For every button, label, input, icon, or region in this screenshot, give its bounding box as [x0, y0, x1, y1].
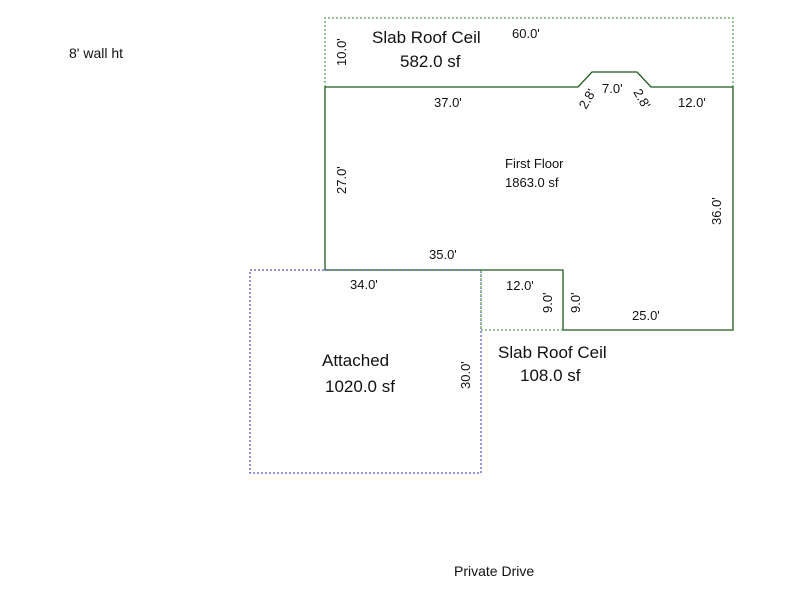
dim-ff-top-left: 37.0'	[434, 95, 462, 110]
dim-attached-right: 30.0'	[458, 361, 473, 389]
dim-notch-top: 12.0'	[506, 278, 534, 293]
attached-outline	[249, 269, 482, 474]
first-floor-name: First Floor	[505, 156, 564, 171]
dim-slab-width: 60.0'	[512, 26, 540, 41]
dim-bay-left: 2.8'	[576, 86, 599, 111]
slab-bottom-area: 108.0 sf	[520, 366, 581, 385]
dim-ff-bottom-left: 35.0'	[429, 247, 457, 262]
dim-bay-top: 7.0'	[602, 81, 623, 96]
attached-name: Attached	[322, 351, 389, 370]
wall-height-note: 8' wall ht	[69, 45, 123, 61]
dim-bay-right: 2.8'	[630, 86, 653, 111]
dim-slab-height: 10.0'	[334, 38, 349, 66]
first-floor-outline	[324, 71, 734, 331]
dim-notch-left: 9.0'	[540, 292, 555, 313]
dim-ff-right: 36.0'	[709, 197, 724, 225]
first-floor-area: 1863.0 sf	[505, 175, 559, 190]
slab-bottom-outline	[480, 270, 563, 331]
slab-top-area: 582.0 sf	[400, 52, 461, 71]
dim-ff-left: 27.0'	[334, 166, 349, 194]
dim-notch-right: 9.0'	[568, 292, 583, 313]
slab-top-name: Slab Roof Ceil	[372, 28, 481, 47]
dim-ff-bottom-right: 25.0'	[632, 308, 660, 323]
attached-area: 1020.0 sf	[325, 377, 395, 396]
slab-top-outline	[324, 17, 734, 87]
dim-ff-top-right: 12.0'	[678, 95, 706, 110]
private-drive-label: Private Drive	[454, 563, 534, 579]
dim-attached-top: 34.0'	[350, 277, 378, 292]
slab-bottom-name: Slab Roof Ceil	[498, 343, 607, 362]
